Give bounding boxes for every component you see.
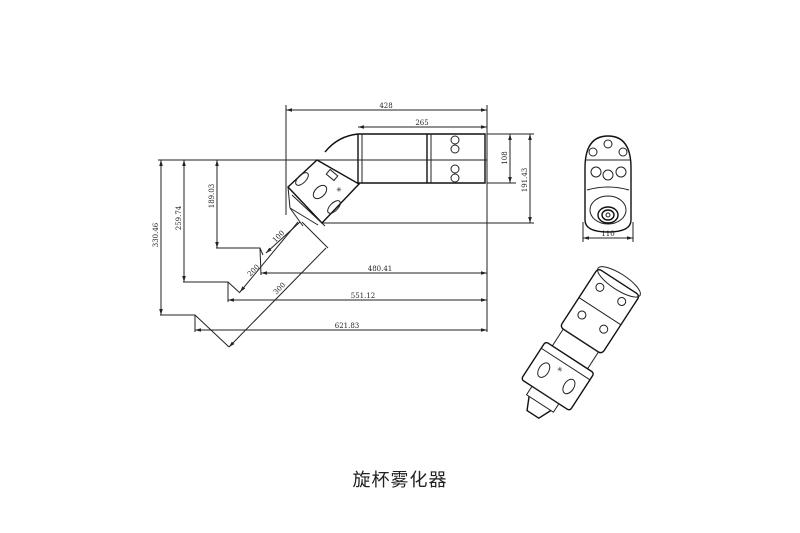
dim-551-12: 551.12	[351, 292, 376, 300]
dim-330-46: 330.46	[152, 222, 160, 247]
pipe-body	[324, 133, 486, 184]
dimension-lines	[158, 105, 534, 348]
dim-621-83: 621.83	[335, 322, 360, 330]
dim-428: 428	[379, 102, 392, 110]
svg-text:✳: ✳	[336, 186, 342, 194]
dim-108: 108	[501, 151, 509, 164]
atomizer-head	[287, 159, 361, 225]
svg-text:✳: ✳	[555, 365, 564, 375]
dim-300: 300	[272, 281, 287, 296]
dim-189-03: 189.03	[208, 184, 216, 209]
drawing-caption: 旋杯雾化器	[352, 470, 448, 491]
dim-191-43: 191.43	[521, 168, 529, 193]
dimension-labels: 428 265 108 191.43 189.03 259.74 330.46 …	[152, 102, 529, 330]
isometric-view: ✳	[521, 266, 641, 419]
dim-100: 100	[271, 229, 286, 244]
dim-265: 265	[415, 119, 428, 127]
dim-259-74: 259.74	[175, 205, 183, 230]
side-view: ✳	[287, 133, 486, 227]
pipe-holes	[450, 135, 460, 183]
dim-480-41: 480.41	[368, 265, 393, 273]
dim-110: 110	[601, 230, 614, 238]
end-view: 110	[582, 135, 634, 242]
dim-200: 200	[246, 263, 261, 278]
